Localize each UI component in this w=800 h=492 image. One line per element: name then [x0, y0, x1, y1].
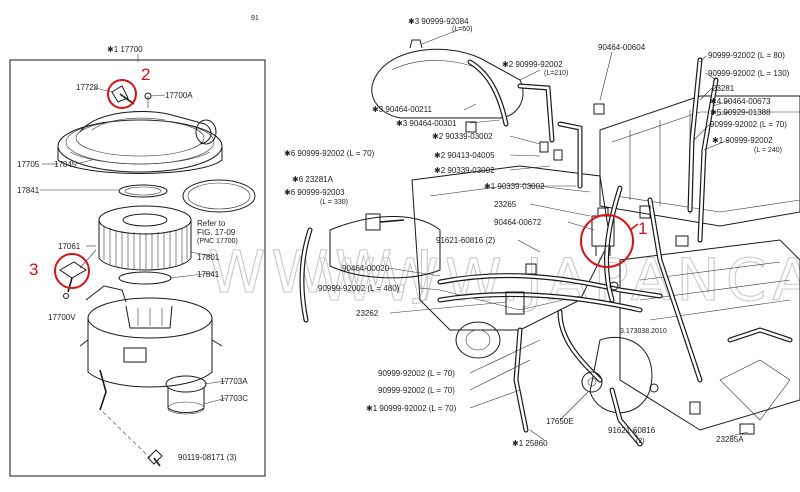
label-17700A: 17700A	[165, 91, 193, 100]
bolt-90119	[147, 449, 163, 467]
label-17700V: 17700V	[48, 313, 76, 322]
label-refer-to: Refer to	[197, 219, 226, 228]
gasket-17841	[118, 184, 168, 198]
label-fig-ref: FIG. 17-09	[197, 228, 236, 237]
bolt-leader	[102, 411, 151, 459]
label-17728: 17728	[76, 83, 99, 92]
label-17841a: 17841	[17, 186, 40, 195]
page-number: 91	[251, 15, 259, 22]
left-panel-title: ✱1 17700	[107, 45, 143, 54]
vacuum-switch-17650e	[581, 371, 603, 393]
label-17801: 17801	[197, 253, 220, 262]
label-r7: ✱4 90464-00673	[710, 97, 771, 106]
label-r5: 90999-92002 (L = 130)	[708, 69, 790, 78]
watermark-small: 3.173038.2010	[620, 328, 667, 335]
label-r33: 23285A	[716, 435, 744, 444]
label-r3: ✱2 90999-92002	[502, 60, 563, 69]
label-r23: 90464-00020	[342, 264, 390, 273]
label-r20: 23265	[494, 200, 517, 209]
callout-3-label: 3	[29, 260, 38, 279]
label-r25: 23262	[356, 309, 379, 318]
label-r14: ✱6 90999-92002 (L = 70)	[284, 149, 375, 158]
label-17845: 17845	[54, 160, 77, 169]
label-r19: ✱6 90999-92003	[284, 188, 345, 197]
label-r30: ✱1 25860	[512, 439, 548, 448]
clips	[465, 103, 755, 435]
filter-element	[98, 205, 192, 271]
label-r28: ✱1 90999-92002 (L = 70)	[366, 404, 457, 413]
label-r22: 91621-60816 (2)	[436, 236, 495, 245]
air-cleaner-case	[79, 285, 223, 415]
left-panel-frame	[9, 59, 266, 477]
label-r18: ✱1 90339-03002	[484, 182, 545, 191]
watermark-left: WWW.J	[208, 238, 439, 306]
label-r12: ✱3 90464-00301	[396, 119, 457, 128]
label-17705: 17705	[17, 160, 40, 169]
label-pnc-ref: (PNC 17700)	[197, 238, 238, 245]
label-r31: 91621-60816	[608, 426, 656, 435]
label-r9: 90999-92002 (L = 70)	[710, 120, 787, 129]
label-r15: ✱2 90413-04005	[434, 151, 495, 160]
vacuum-hoses	[299, 57, 793, 447]
label-r1b: (L=60)	[452, 26, 472, 33]
label-r27: 90999-92002 (L = 70)	[378, 386, 455, 395]
label-r26: 90999-92002 (L = 70)	[378, 369, 455, 378]
sensor-17061	[59, 249, 97, 299]
label-17841b: 17841	[197, 270, 220, 279]
callout-2: 2	[107, 65, 150, 109]
label-90119: 90119-08171 (3)	[178, 453, 237, 462]
label-r19b: (L = 330)	[320, 199, 348, 206]
callout-2-label: 2	[141, 65, 150, 84]
vsv-23262	[505, 291, 525, 315]
air-cleaner-cap	[57, 110, 223, 174]
label-r3b: (L=210)	[544, 70, 568, 77]
label-r13: ✱2 90339-03002	[432, 132, 493, 141]
label-r17: ✱6 23281A	[292, 175, 334, 184]
callout-1-label: 1	[638, 219, 647, 238]
right-leaders	[387, 29, 749, 443]
label-r24: 90999-92002 (L = 480)	[318, 284, 400, 293]
label-r21: 90464-00672	[494, 218, 542, 227]
label-17703A: 17703A	[220, 377, 248, 386]
label-r10b: (L = 240)	[754, 147, 782, 154]
label-r8: ✱5 90929-01388	[710, 108, 771, 117]
label-r16: ✱2 90339-03002	[434, 166, 495, 175]
label-r2: 90464-00604	[598, 43, 646, 52]
callout-3: 3	[29, 253, 90, 289]
label-r32: (2)	[636, 438, 645, 445]
gasket-ring	[182, 179, 256, 213]
filter-23281a	[365, 213, 405, 231]
label-17703C: 17703C	[220, 394, 248, 403]
gasket-17841b	[118, 271, 172, 285]
label-r1: ✱3 90999-92084	[408, 17, 469, 26]
label-r11: ✱3 90464-00211	[372, 105, 432, 114]
label-r29: 17650E	[546, 417, 574, 426]
label-17061: 17061	[58, 242, 81, 251]
label-r10: ✱1 90999-92002	[712, 136, 773, 145]
label-r6: 23281	[712, 84, 735, 93]
label-r4: 90999-92002 (L = 80)	[708, 51, 785, 60]
callout-1: 1	[580, 214, 647, 268]
left-leaders	[40, 87, 227, 405]
